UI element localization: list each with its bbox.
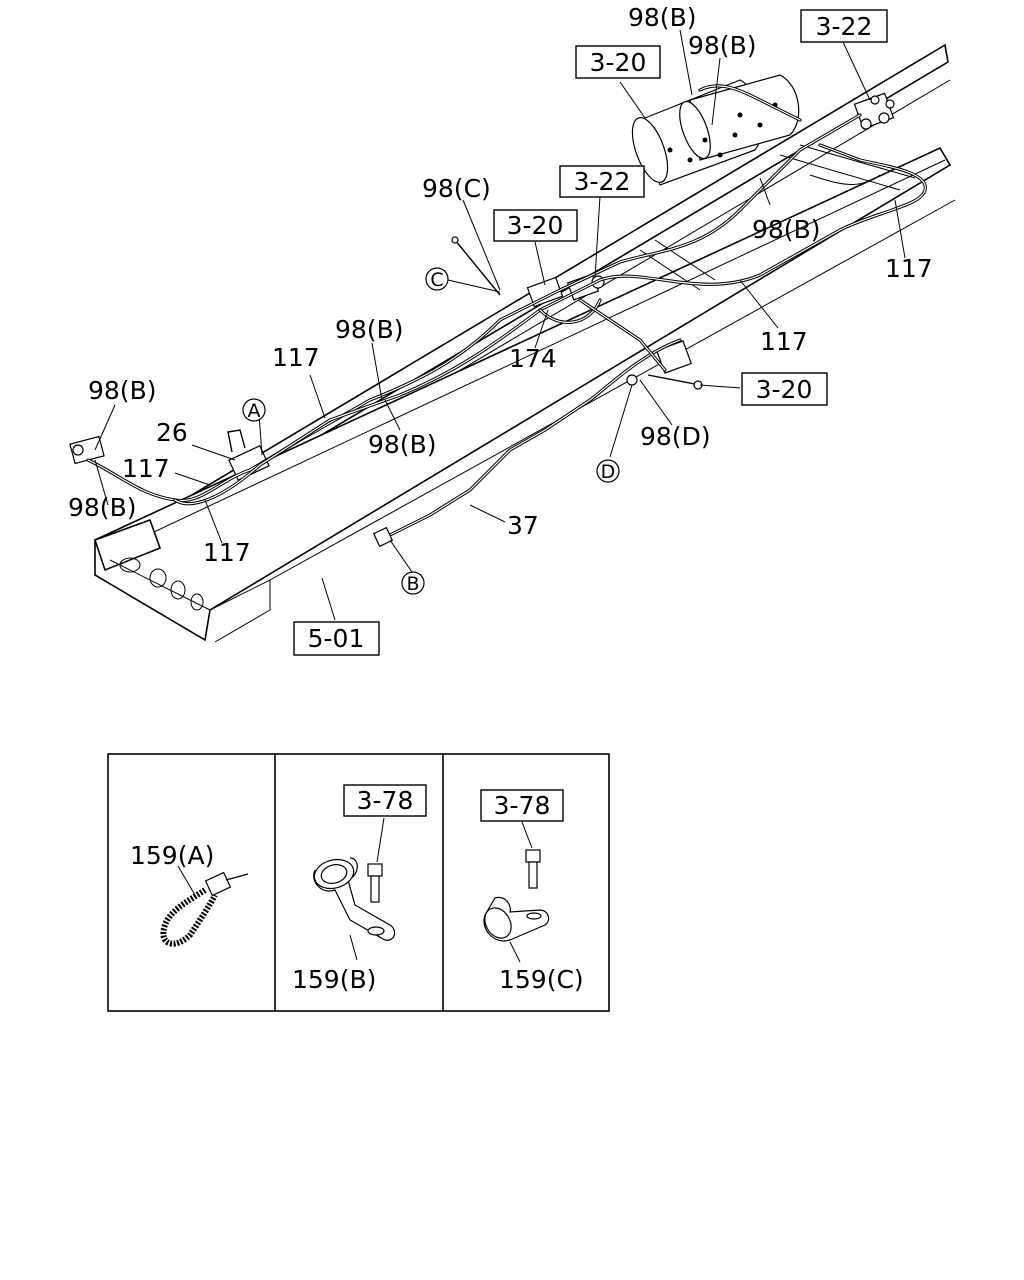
air-tank	[631, 74, 800, 186]
ref-box-3-78-c: 3-78	[480, 789, 564, 822]
right-valve	[626, 340, 703, 390]
callout-a-letter: A	[248, 400, 261, 422]
callout-a: A	[242, 398, 266, 422]
callout-d: D	[596, 459, 620, 483]
label-98b: 98(B)	[752, 215, 820, 244]
ref-box-3-20-right: 3-20	[741, 372, 828, 406]
callout-b: B	[401, 571, 425, 595]
clamp-b	[313, 817, 396, 961]
label-98b: 98(B)	[628, 3, 696, 32]
label-98b: 98(B)	[335, 315, 403, 344]
label-98d: 98(D)	[640, 422, 711, 451]
part-labels: 98(B) 98(B) 98(B) 98(B) 98(B) 98(B) 98(B…	[68, 3, 933, 567]
ref-label: 3-22	[574, 167, 631, 196]
ref-box-3-78-b: 3-78	[343, 784, 427, 817]
ref-label: 3-78	[357, 786, 414, 815]
callout-c: C	[425, 267, 449, 291]
callout-d-letter: D	[601, 461, 616, 483]
label-159b: 159(B)	[292, 965, 376, 994]
ref-box-3-22-mid: 3-22	[559, 165, 645, 198]
ref-label: 3-22	[816, 12, 873, 41]
label-159a: 159(A)	[130, 841, 214, 870]
ref-label: 3-20	[507, 211, 564, 240]
clamp-c	[483, 821, 550, 963]
label-26: 26	[156, 418, 188, 447]
label-117: 117	[122, 454, 170, 483]
label-98b: 98(B)	[368, 430, 436, 459]
label-159c: 159(C)	[499, 965, 584, 994]
ref-box-5-01: 5-01	[293, 621, 380, 656]
callout-b-letter: B	[406, 573, 419, 595]
label-117: 117	[760, 327, 808, 356]
label-117: 117	[885, 254, 933, 283]
ref-box-3-20-mid: 3-20	[493, 209, 578, 242]
connector-block-26	[227, 429, 270, 481]
label-98c: 98(C)	[422, 174, 491, 203]
cable-tie	[160, 865, 249, 947]
front-connector	[69, 435, 105, 465]
clamp-detail-panel: 159(A) 3-78 159(B)	[107, 753, 610, 1012]
label-37: 37	[507, 511, 539, 540]
label-98b: 98(B)	[68, 493, 136, 522]
label-98b: 98(B)	[88, 376, 156, 405]
ref-label: 3-20	[590, 48, 647, 77]
leader-lines	[94, 29, 906, 621]
label-98b: 98(B)	[688, 31, 756, 60]
label-174: 174	[509, 344, 557, 373]
air-lines	[86, 84, 927, 548]
label-117: 117	[203, 538, 251, 567]
ref-box-3-20-top: 3-20	[575, 45, 661, 79]
ref-label: 5-01	[308, 624, 365, 653]
ref-box-3-22-top: 3-22	[800, 9, 888, 43]
label-117: 117	[272, 343, 320, 372]
ref-label: 3-78	[494, 791, 551, 820]
ref-label: 3-20	[756, 375, 813, 404]
callout-c-letter: C	[430, 269, 443, 291]
